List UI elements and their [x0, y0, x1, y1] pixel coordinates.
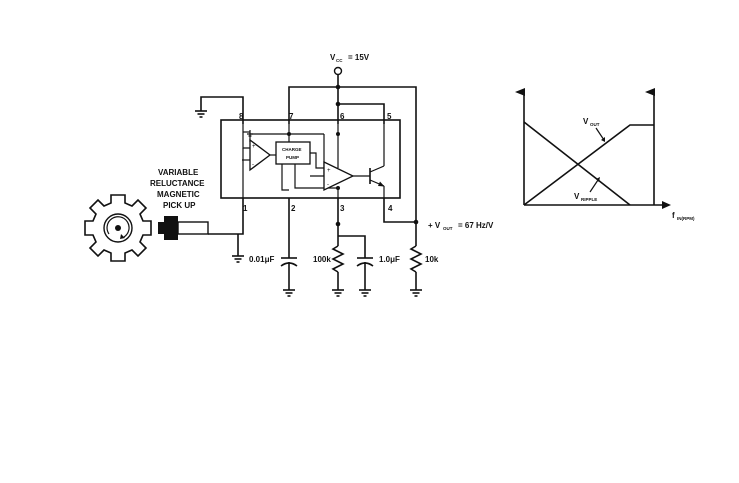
graph-vripple-label: V	[574, 192, 580, 201]
svg-text:+: +	[327, 168, 331, 174]
pin-6-label: 6	[340, 112, 345, 121]
svg-text:RELUCTANCE: RELUCTANCE	[150, 179, 205, 188]
r1-label: 100k	[313, 255, 331, 264]
pin1-ground	[232, 210, 244, 263]
svg-text:+ V: + V	[428, 221, 441, 230]
capacitor-c2: 1.0μF	[338, 235, 400, 297]
c2-label: 1.0μF	[379, 255, 400, 264]
magnetic-pickup	[158, 216, 238, 240]
gear-icon	[84, 194, 152, 262]
pin-2-label: 2	[291, 204, 296, 213]
output-wiring	[383, 212, 419, 246]
capacitor-c1: 0.01μF	[249, 240, 298, 297]
input-comparator: + -	[249, 138, 272, 172]
svg-text:OUT: OUT	[443, 226, 453, 231]
r2-label: 10k	[425, 255, 439, 264]
svg-text:PICK UP: PICK UP	[163, 201, 196, 210]
graph-x-sub: IN(RPM)	[677, 216, 695, 221]
pin-stubs	[242, 114, 385, 240]
graph-x-label: f	[672, 211, 675, 220]
charge-pump-block: CHARGE PUMP	[275, 141, 311, 165]
pin-8-label: 8	[239, 112, 244, 121]
resistor-100k: 100k	[313, 221, 345, 297]
svg-text:MAGNETIC: MAGNETIC	[157, 190, 200, 199]
svg-text:-: -	[327, 182, 329, 188]
vout-curve	[523, 124, 654, 206]
pin-5-label: 5	[387, 112, 392, 121]
pin-3-label: 3	[340, 204, 345, 213]
pin-1-label: 1	[243, 204, 248, 213]
transfer-graph: V OUT V RIPPLE f IN(RPM)	[515, 88, 695, 221]
svg-text:-: -	[252, 162, 254, 168]
internal-wiring	[242, 124, 385, 198]
pin-4-label: 4	[388, 204, 393, 213]
sensor-label: VARIABLE RELUCTANCE MAGNETIC PICK UP	[150, 168, 205, 210]
supply-rail	[288, 84, 417, 222]
pin8-ground	[195, 96, 244, 118]
pin-numbers: 8 7 6 5 1 2 3 4	[239, 112, 393, 213]
schematic: V CC = 15V 8 7 6	[84, 53, 494, 297]
svg-text:= 67 Hz/V: = 67 Hz/V	[458, 221, 494, 230]
charge-pump-label-2: PUMP	[286, 155, 299, 160]
vripple-curve	[523, 121, 631, 206]
vcc-value: = 15V	[348, 53, 370, 62]
graph-vripple-sub: RIPPLE	[581, 197, 597, 202]
vout-label: + V OUT = 67 Hz/V	[428, 221, 494, 231]
svg-text:VARIABLE: VARIABLE	[158, 168, 199, 177]
graph-vout-label: V	[583, 117, 589, 126]
vcc-terminal: V CC = 15V	[330, 53, 370, 87]
c1-label: 0.01μF	[249, 255, 274, 264]
vcc-sub: CC	[336, 58, 343, 63]
ic-package	[220, 119, 401, 199]
output-transistor	[369, 165, 385, 187]
vcc-label: V	[330, 53, 336, 62]
charge-pump-label-1: CHARGE	[282, 147, 302, 152]
pin-7-label: 7	[289, 112, 294, 121]
output-opamp: + -	[323, 160, 355, 192]
resistor-10k: 10k	[409, 245, 439, 297]
graph-vout-sub: OUT	[590, 122, 600, 127]
svg-text:+: +	[252, 144, 256, 150]
